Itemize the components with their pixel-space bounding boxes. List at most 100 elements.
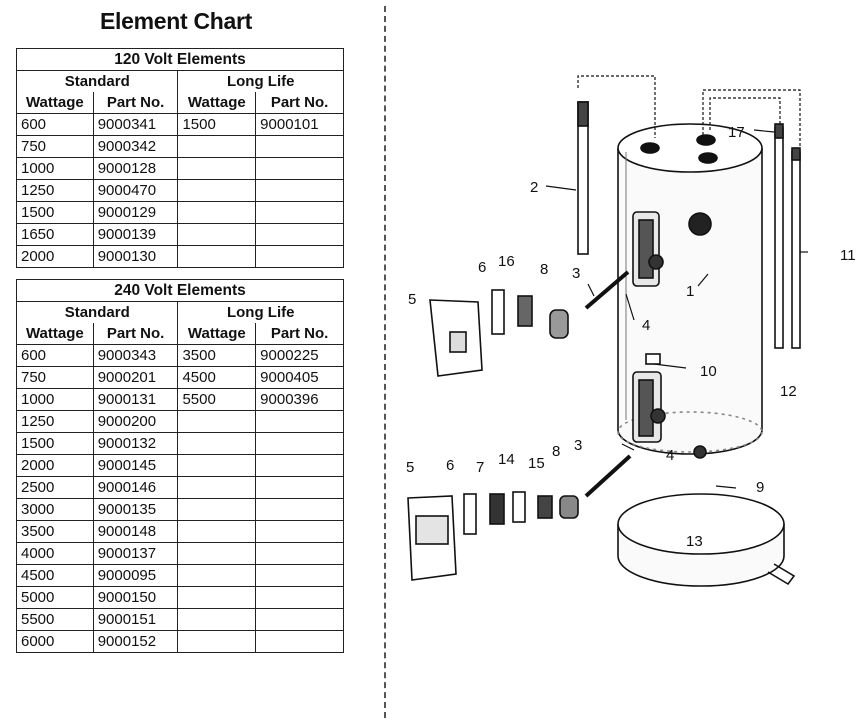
- standard-wattage-cell: 1250: [16, 179, 94, 202]
- drain-pan: [617, 493, 796, 587]
- long-life-part-no-cell: 9000405: [255, 366, 344, 389]
- callout-12: 12: [780, 383, 797, 400]
- long-life-part-no-cell: [255, 432, 344, 455]
- tank-top-fittings: [640, 134, 718, 164]
- long-life-wattage-cell: [177, 630, 257, 653]
- callout-16: 16: [498, 253, 515, 270]
- long-life-part-no-cell: [255, 157, 344, 180]
- callout-14: 14: [498, 451, 515, 468]
- standard-wattage-cell: 2000: [16, 245, 94, 268]
- lower-access-opening: [632, 371, 666, 443]
- upper-components: [429, 270, 630, 377]
- long-life-wattage-cell: [177, 586, 257, 609]
- callout-5: 5: [408, 291, 416, 308]
- column-header-wattage: Wattage: [177, 92, 257, 114]
- callout-10: 10: [700, 363, 717, 380]
- long-life-wattage-cell: [177, 410, 257, 433]
- callout-9: 9: [756, 479, 764, 496]
- column-header-part-no: Part No.: [92, 92, 179, 114]
- callout-8: 8: [540, 261, 548, 278]
- standard-wattage-cell: 750: [16, 135, 94, 158]
- standard-part-no-cell: 9000145: [92, 454, 179, 477]
- long-life-part-no-cell: 9000396: [255, 388, 344, 411]
- upper-plug: [688, 212, 712, 236]
- standard-part-no-cell: 9000201: [92, 366, 179, 389]
- long-life-wattage-cell: [177, 476, 257, 499]
- callout-5: 5: [406, 459, 414, 476]
- callout-4: 4: [666, 447, 674, 464]
- standard-part-no-cell: 9000139: [92, 223, 179, 246]
- standard-wattage-cell: 5500: [16, 608, 94, 631]
- standard-part-no-cell: 9000470: [92, 179, 179, 202]
- long-life-part-no-cell: [255, 201, 344, 224]
- lower-components: [407, 454, 632, 581]
- group-long-life: Long Life: [177, 70, 344, 92]
- drain-valve: [693, 445, 707, 459]
- callout-11: 11: [840, 247, 856, 264]
- standard-part-no-cell: 9000128: [92, 157, 179, 180]
- long-life-wattage-cell: [177, 542, 257, 565]
- leader-arrows: [545, 129, 808, 489]
- long-life-wattage-cell: [177, 564, 257, 587]
- long-life-part-no-cell: [255, 498, 344, 521]
- group-standard: Standard: [15, 301, 179, 323]
- callout-15: 15: [528, 455, 545, 472]
- long-life-part-no-cell: [255, 410, 344, 433]
- column-header-wattage: Wattage: [16, 92, 94, 114]
- long-life-wattage-cell: [177, 201, 257, 224]
- long-life-wattage-cell: [177, 135, 257, 158]
- long-life-part-no-cell: [255, 564, 344, 587]
- column-header-part-no: Part No.: [255, 323, 344, 345]
- long-life-part-no-cell: [255, 520, 344, 543]
- long-life-wattage-cell: 3500: [177, 344, 257, 367]
- callout-17: 17: [728, 124, 745, 141]
- long-life-wattage-cell: [177, 157, 257, 180]
- group-standard: Standard: [15, 70, 179, 92]
- long-life-wattage-cell: [177, 223, 257, 246]
- standard-part-no-cell: 9000130: [92, 245, 179, 268]
- rating-plate: [645, 353, 661, 365]
- long-life-part-no-cell: [255, 223, 344, 246]
- standard-wattage-cell: 600: [16, 344, 94, 367]
- callout-2: 2: [530, 179, 538, 196]
- section-heading: 240 Volt Elements: [16, 279, 344, 302]
- standard-wattage-cell: 600: [16, 113, 94, 136]
- table-120-volt-elements: 120 Volt Elements Standard Long Life Wat…: [15, 48, 344, 268]
- standard-part-no-cell: 9000341: [92, 113, 179, 136]
- long-life-wattage-cell: 1500: [177, 113, 257, 136]
- connection-brackets: [577, 75, 801, 148]
- long-life-part-no-cell: 9000225: [255, 344, 344, 367]
- group-long-life: Long Life: [177, 301, 344, 323]
- column-header-wattage: Wattage: [16, 323, 94, 345]
- standard-part-no-cell: 9000151: [92, 608, 179, 631]
- standard-part-no-cell: 9000200: [92, 410, 179, 433]
- long-life-wattage-cell: [177, 179, 257, 202]
- page-title: Element Chart: [100, 8, 253, 34]
- long-life-part-no-cell: [255, 179, 344, 202]
- standard-part-no-cell: 9000131: [92, 388, 179, 411]
- long-life-part-no-cell: [255, 135, 344, 158]
- callout-3: 3: [572, 265, 580, 282]
- standard-part-no-cell: 9000342: [92, 135, 179, 158]
- standard-part-no-cell: 9000132: [92, 432, 179, 455]
- long-life-wattage-cell: [177, 432, 257, 455]
- standard-part-no-cell: 9000129: [92, 201, 179, 224]
- callout-3: 3: [574, 437, 582, 454]
- standard-wattage-cell: 1500: [16, 201, 94, 224]
- callout-6: 6: [446, 457, 454, 474]
